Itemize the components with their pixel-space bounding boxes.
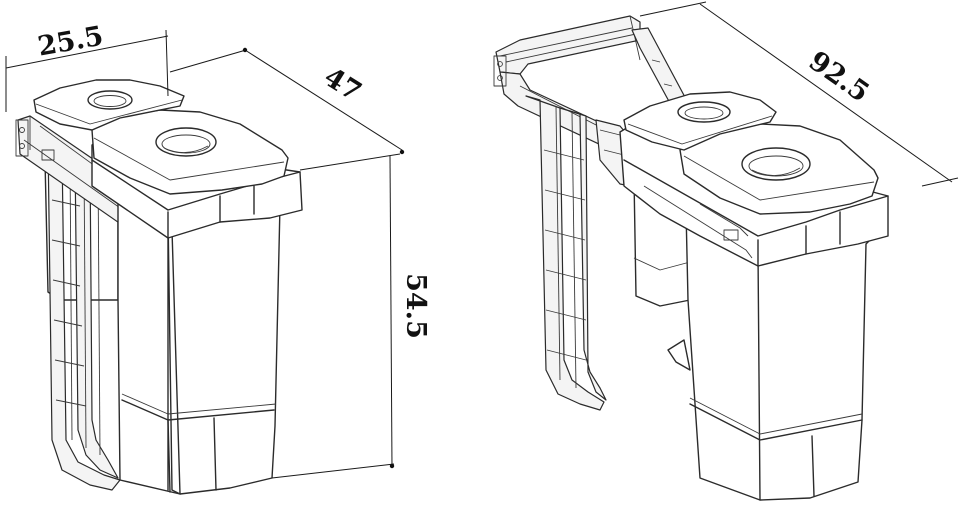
dim-width-top-left: 25.5 [35,21,105,63]
dim-extended-depth: 92.5 [803,45,875,108]
dim-height: 54.5 [400,273,431,339]
dimension-lines-right [639,1,959,187]
left-bin-unit-closed [15,79,303,495]
right-bin-unit-extended [493,15,889,501]
dimension-lines-left [5,29,405,479]
